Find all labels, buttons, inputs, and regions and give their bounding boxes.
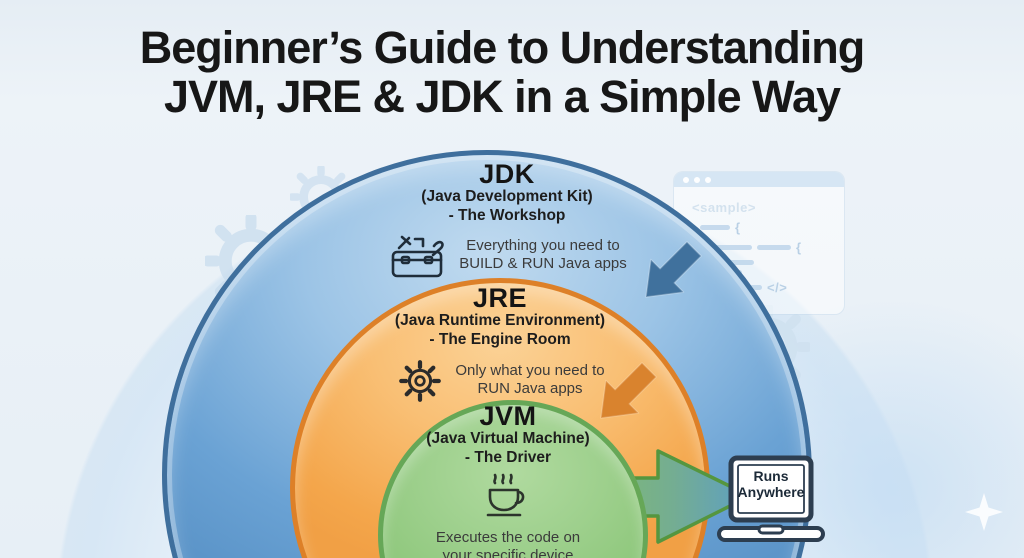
- jvm-title: JVM: [479, 401, 537, 431]
- jdk-description-line1: Everything you need to: [466, 236, 620, 254]
- jvm-full-name: (Java Virtual Machine): [426, 430, 590, 448]
- jdk-nickname: - The Workshop: [448, 206, 566, 224]
- runs-anywhere-line1: Runs: [753, 468, 789, 484]
- code-tag: {: [796, 240, 802, 255]
- window-titlebar: [674, 172, 844, 187]
- jdk-title: JDK: [479, 159, 535, 189]
- code-line-decoration: [714, 260, 754, 265]
- arrow-jdk-to-jre: [645, 241, 702, 298]
- coffee-cup-icon: [486, 473, 525, 517]
- jvm-description-line2: your specific device: [442, 547, 574, 558]
- laptop-icon: Runs Anywhere: [715, 454, 827, 550]
- gear-icon: [399, 360, 442, 402]
- title-line-1: Beginner’s Guide to Understanding: [139, 22, 866, 73]
- jre-full-name: (Java Runtime Environment): [394, 312, 606, 330]
- jre-description: Only what you need to RUN Java apps: [455, 362, 604, 399]
- jvm-nickname: - The Driver: [464, 448, 552, 466]
- jvm-description: Executes the code on your specific devic…: [373, 529, 643, 558]
- jvm-description-line1: Executes the code on: [435, 528, 581, 546]
- jre-description-line1: Only what you need to: [455, 361, 605, 379]
- jre-label-block: JRE (Java Runtime Environment) - The Eng…: [345, 284, 655, 406]
- code-tag: {: [735, 220, 741, 235]
- runs-anywhere-label: Runs Anywhere: [733, 468, 809, 500]
- jre-title: JRE: [472, 283, 528, 313]
- laptop-outline: [717, 455, 825, 542]
- jdk-label-block: JDK (Java Development Kit) - The Worksho…: [352, 160, 662, 280]
- jdk-full-name: (Java Development Kit): [421, 188, 593, 206]
- code-tag: </>: [767, 280, 788, 295]
- toolbox-icon: [391, 235, 444, 278]
- code-line-decoration: [757, 245, 791, 250]
- sparkle-icon: [965, 493, 1003, 531]
- title-line-2: JVM, JRE & JDK in a Simple Way: [163, 70, 841, 122]
- code-line-decoration: [700, 225, 730, 230]
- code-line-decoration: [708, 245, 752, 250]
- arrow-jre-to-jvm: [600, 362, 657, 419]
- jdk-description: Everything you need to BUILD & RUN Java …: [459, 237, 627, 274]
- jre-description-line2: RUN Java apps: [477, 379, 583, 397]
- jvm-label-block: JVM (Java Virtual Machine) - The Driver …: [373, 402, 643, 558]
- code-tag: <sample>: [692, 200, 756, 215]
- runs-anywhere-line2: Anywhere: [737, 484, 805, 501]
- page-title: Beginner’s Guide to Understanding JVM, J…: [0, 22, 1004, 122]
- jre-nickname: - The Engine Room: [429, 330, 571, 348]
- jdk-description-line2: BUILD & RUN Java apps: [459, 254, 627, 272]
